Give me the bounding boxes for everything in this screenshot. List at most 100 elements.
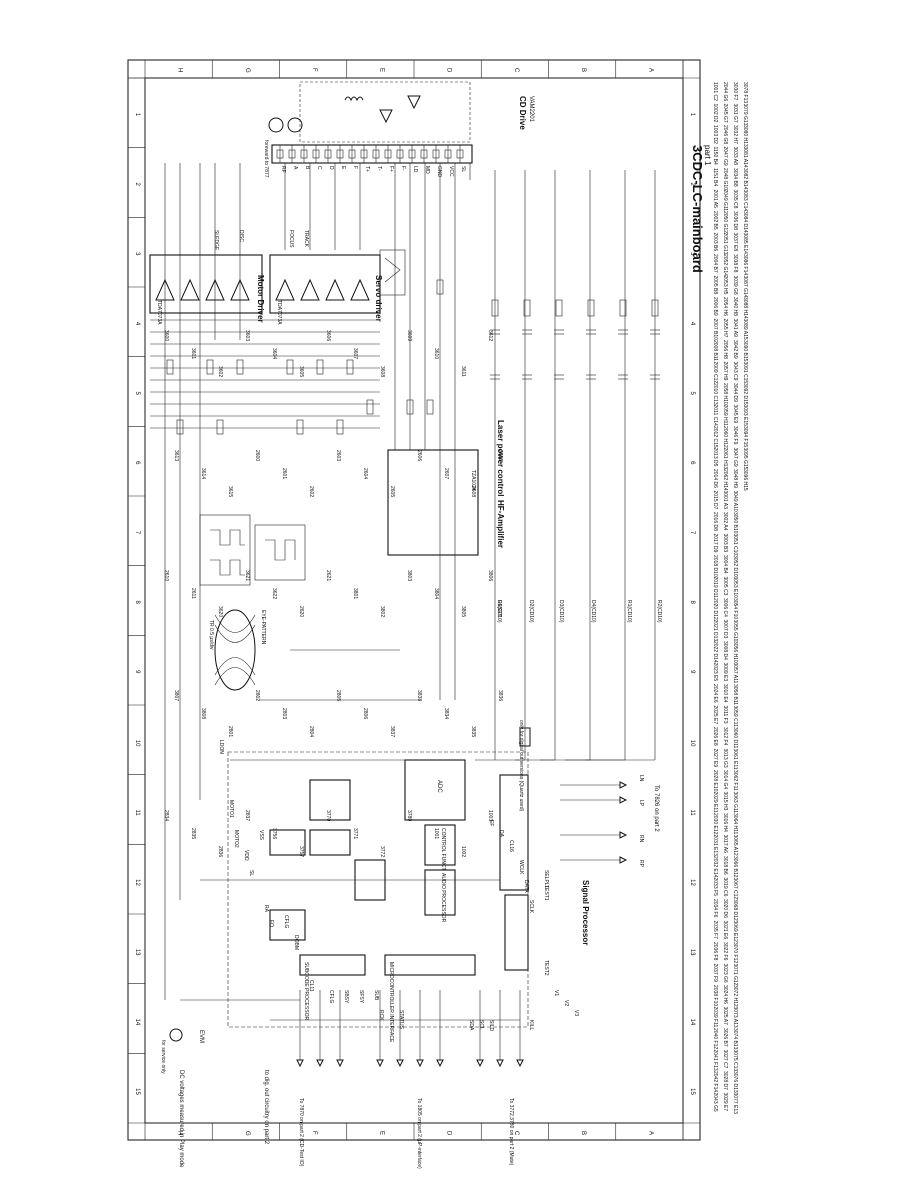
control-function-box [424,824,456,866]
legend-entry: 3053 E10 [732,577,738,599]
connector-pin-label: LD [412,166,418,173]
component-ref: 3803 [406,570,412,581]
grid-col-label: 12 [689,879,695,886]
legend-entry: 2051 G13 [722,233,728,255]
legend-entry: 3095 G15 [742,448,748,470]
component-ref: 2600 [254,450,260,461]
legend-entry: 3089 A15 [742,319,748,340]
signal-label: DATA [523,880,529,893]
grid-col-label: 8 [689,601,695,605]
legend-entry: 2057 H9 [722,362,728,381]
component-ref: 3770 [325,810,331,821]
legend-entry: 3044 D9 [732,383,738,402]
component-ref: 3808 [200,708,206,719]
component-ref: 3801 [352,588,358,599]
eye-pattern-block: EYE-PATTERN TR 0.5 µs/div [208,609,266,691]
legend-entry: 3091 C15 [742,362,748,384]
grid-row-label: F [311,1131,317,1135]
component-ref: 3612 [487,330,493,341]
forward-note: foreward to 7877 [263,140,269,178]
grid-row-label: C [513,68,519,73]
legend-entry: 3064 H11 [732,813,738,835]
signal-label: RESET [496,600,502,617]
evm-label: EVM [198,1030,204,1043]
legend-entry: 2001 A5 [712,190,718,209]
signal-label: D2(CD10) [528,600,534,623]
legend-entry: 3056 H10 [732,641,738,663]
legend-entry: 2053 H5 [722,276,728,295]
legend-entry: 3012 F4 [722,727,728,746]
legend-entry: 3068 D12 [732,899,738,921]
signal-label: FOCUS [288,230,294,248]
cd-drive-model: VAM2201 [528,96,534,123]
legend-entry: 3009 E3 [722,663,728,682]
signal-label: TRACK [303,230,309,248]
grid-col-label: 5 [134,392,140,396]
signal-label: R1(CD10) [626,600,632,623]
signal-label: D4(CD10) [590,600,596,623]
grid-col-label: 12 [134,879,140,886]
legend-entry: 3002 A4 [722,512,728,531]
legend-entry: 3029 E7 [722,1093,728,1112]
sheet-subtitle: part 1 [703,145,712,166]
signal-label: LP [638,800,644,807]
legend-entry: 1002 D2 [712,104,718,123]
connector-pin-label: SL [460,166,466,172]
component-ref: 2609 [497,450,503,461]
legend-entry: 1001 C2 [712,82,718,101]
component-ref: 2601 [281,468,287,479]
grid-row-label: H [177,1131,183,1135]
legend-entry: 3018 B6 [722,856,728,875]
grid-col-label: 11 [134,810,140,817]
legend-entry: 3065 A12 [732,835,738,856]
legend-entry: 1151 B4 [712,168,718,186]
legend-entry: 3019 C6 [722,878,728,897]
adc-label: ADC [436,780,442,793]
grid-col-label: 2 [689,183,695,187]
legend-entry: 3014 G4 [722,770,728,789]
component-ref: 2621 [325,570,331,581]
component-ref: 3615 [227,486,233,497]
signal-label: SCLK [528,900,534,914]
component-ref: 2607 [443,468,449,479]
signal-label: TEST2 [543,960,549,976]
legend-entry: 2016 D8 [712,512,718,531]
signal-label: RCK [378,1010,384,1021]
component-ref: 1002 [460,846,466,857]
adc-box [404,759,466,821]
ic-7001-type: TZA1024 [470,470,476,491]
grid-row-label: H [177,68,183,72]
signal-label: R2(CD10) [656,600,662,623]
component-ref: 2608 [470,486,476,497]
connector-pin-label: B [304,166,310,170]
component-ref: 3780 [406,810,412,821]
signal-label: TEST1 [543,885,549,901]
legend-entry: 3034 B8 [732,168,738,187]
signal-label: SL [248,870,254,876]
signal-label: V1 [553,990,559,996]
legend-entry: 2042 F14 [712,1071,718,1092]
component-ref: 3802 [379,606,385,617]
to-7826-note: To 7826 on part 2 [653,785,659,832]
connector-pin-label: F- [400,166,406,171]
grid-row-label: E [378,1131,384,1135]
signal-label: VDD [243,850,249,861]
component-ref: 2836 [217,846,223,857]
ic-7301-type: TDA7073A [276,300,282,325]
legend-entry: 3010 E4 [722,684,728,703]
interface-box [269,909,306,941]
legend-entry: 3004 B4 [722,555,728,574]
legend-entry: 2013 D5 [712,448,718,467]
component-ref: 3604 [271,348,277,359]
sledge-motor-icon [287,117,303,133]
component-ref: 3771 [352,828,358,839]
legend-entry: 2005 B8 [712,276,718,295]
to-1805-note: To 1805 on part 2 (µP-interface) [416,1098,422,1169]
signal-bus [475,170,656,761]
legend-entry: 3069 E12 [732,921,738,943]
legend-entry: 2025 E7 [712,706,718,725]
legend-entry: 3020 D6 [722,899,728,918]
legend-entry: 3066 B12 [732,856,738,878]
